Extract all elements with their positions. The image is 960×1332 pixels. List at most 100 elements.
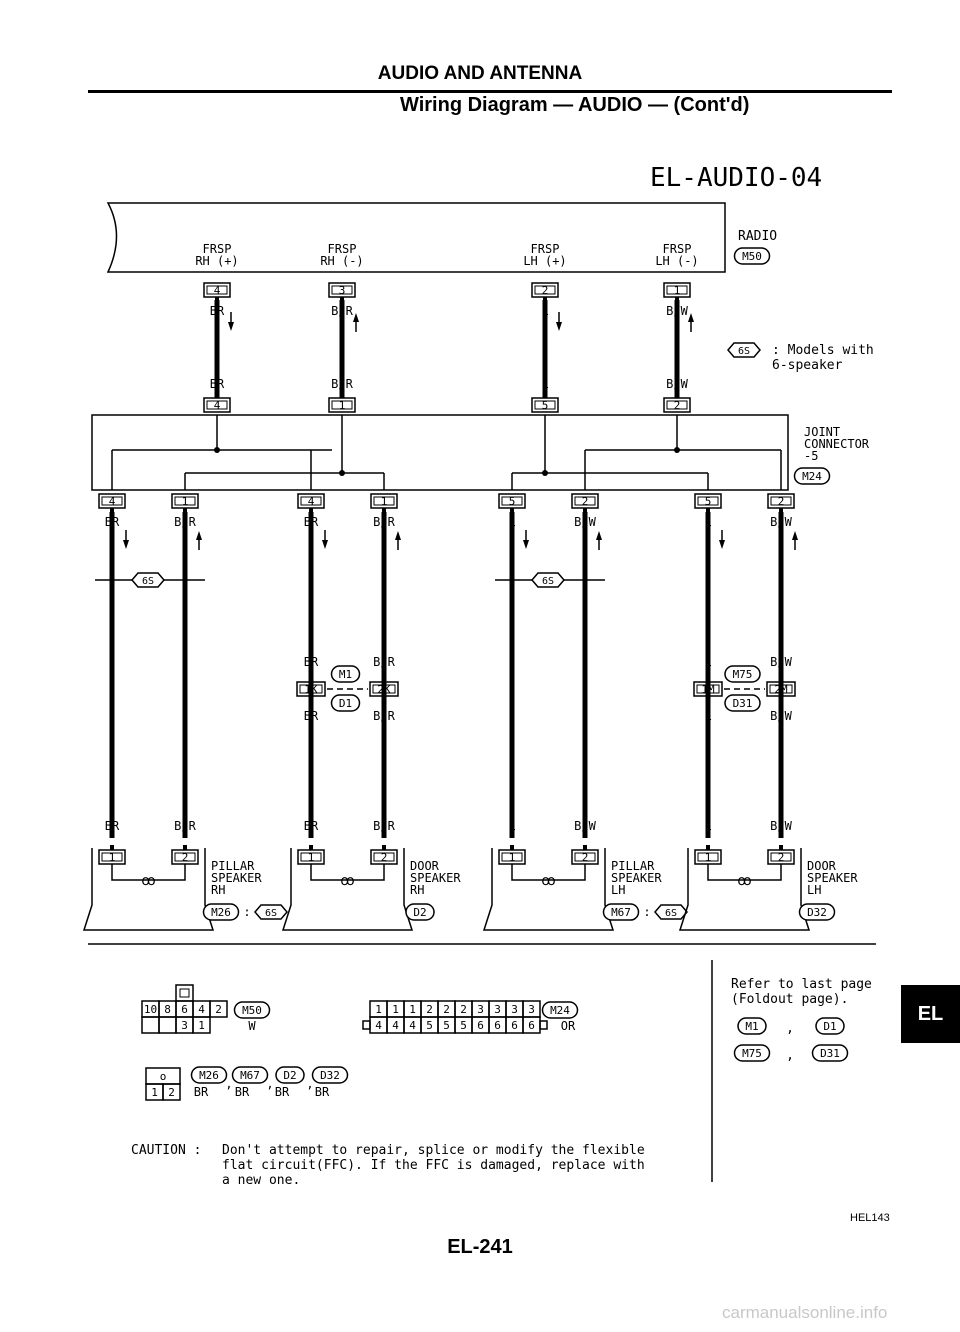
tag-outline (654, 904, 688, 920)
pin-box-inner (174, 852, 196, 862)
connector-color: W (248, 1019, 256, 1033)
pin-box-inner (769, 684, 793, 694)
pin-box-inner (300, 852, 322, 862)
cavity-number: 2 (426, 1003, 433, 1016)
pin-number: 1 (339, 399, 346, 412)
pin-box-inner (666, 400, 688, 410)
speaker-pin: 2 (571, 845, 599, 865)
wire-color-label: L (508, 819, 515, 833)
pin-stub (706, 677, 710, 682)
splice-point (214, 447, 220, 453)
speaker-coil-lead (111, 864, 186, 881)
connector-code: D2 (283, 1069, 296, 1082)
cavity-number: 3 (494, 1003, 501, 1016)
speaker-coil-icon: ꝏ (737, 873, 751, 889)
pin-box-inner (300, 496, 322, 506)
connector-lock-inner (179, 988, 190, 998)
joint-bottom-pin: 4 (297, 493, 325, 513)
pin-number: 1 (674, 284, 681, 297)
cavity-number: 5 (460, 1019, 467, 1032)
wire-color-label: BR (210, 377, 225, 391)
connector-outline (737, 1017, 767, 1035)
cavity-number: 1 (392, 1003, 399, 1016)
cavity (158, 1016, 177, 1034)
cavity (192, 1016, 211, 1034)
speaker-pin: 2 (767, 845, 795, 865)
speaker-coil-icon: ꝏ (340, 873, 354, 889)
label: , (266, 1077, 273, 1091)
connector-outline (793, 467, 831, 485)
pin-stub (675, 297, 679, 302)
pin-number: 4 (214, 399, 221, 412)
pin-number: 1 (381, 495, 388, 508)
connector-code: M1 (745, 1020, 758, 1033)
connector-code: D1 (339, 697, 352, 710)
connector-code: M50 (242, 1004, 262, 1017)
pin-box-inner (534, 400, 556, 410)
pin-box-inner (574, 852, 596, 862)
connector-outline (733, 247, 771, 265)
pin-stub (382, 677, 386, 682)
pin-number: 1 (109, 851, 116, 864)
label: : (643, 905, 650, 919)
cavity-number: 6 (494, 1019, 501, 1032)
pin-box-inner (373, 852, 395, 862)
cavity-number: 5 (443, 1019, 450, 1032)
pin-number: 2 (182, 851, 189, 864)
current-arrow (688, 313, 694, 322)
wire-color-label: B/R (373, 819, 395, 833)
pillar-rh-option-tag: 6S (131, 572, 165, 588)
tag-text: 6S (665, 908, 677, 919)
cavity-number: 3 (528, 1003, 535, 1016)
connector-outline (811, 1044, 849, 1062)
cavity-number: 10 (144, 1003, 157, 1016)
wire-color-label: BR (105, 819, 120, 833)
pin-stub (215, 297, 219, 302)
pin-box-inner (696, 684, 720, 694)
connector-code: M67 (611, 906, 631, 919)
cavity-number: 2 (443, 1003, 450, 1016)
pin-box-inner (331, 400, 353, 410)
pin-number: 2 (778, 495, 785, 508)
cavity-number: 4 (409, 1019, 416, 1032)
connector-code: M24 (550, 1004, 570, 1017)
cavity-number: 6 (181, 1003, 188, 1016)
wire-color-label: B/W (666, 377, 688, 391)
pin-box-inner (666, 285, 688, 295)
connector-code: D31 (820, 1047, 840, 1060)
connector-outline (190, 1066, 228, 1084)
speaker-connector-id: M67 (602, 903, 640, 921)
connector-color: BR (235, 1085, 250, 1099)
pin-stub (340, 297, 344, 302)
view-connector-id: M67 (231, 1066, 269, 1084)
connector-code: D2 (413, 906, 426, 919)
wire-color-label: B/R (373, 709, 395, 723)
pin-box-inner (373, 496, 395, 506)
pin-stub (779, 845, 783, 850)
speaker-coil-icon: ꝏ (141, 873, 155, 889)
current-arrow (322, 540, 328, 549)
connector-outline (724, 665, 761, 683)
radio-pin: 2 (531, 282, 559, 302)
wire-color-label: B/R (174, 819, 196, 833)
connector-outline (798, 903, 836, 921)
cavity-number: 4 (198, 1003, 205, 1016)
cavity-number: 2 (460, 1003, 467, 1016)
refer-connector-id: M1 (737, 1017, 767, 1035)
wire-color-label: B/W (770, 655, 792, 669)
radio-connector-id: M50 (733, 247, 771, 265)
connector-outline (405, 903, 435, 921)
connector-color: BR (275, 1085, 290, 1099)
tag-text: 6S (738, 346, 750, 357)
cavity (141, 1016, 160, 1034)
pin-box-inner (206, 285, 228, 295)
section-tab: EL (901, 985, 960, 1043)
cavity-number: 1 (198, 1019, 205, 1032)
joint-bottom-pin: 2 (571, 493, 599, 513)
splice-point (339, 470, 345, 476)
cavity-number: 2 (168, 1086, 175, 1099)
wire-color-label: B/R (331, 377, 353, 391)
pin-number: 1M (701, 683, 715, 696)
